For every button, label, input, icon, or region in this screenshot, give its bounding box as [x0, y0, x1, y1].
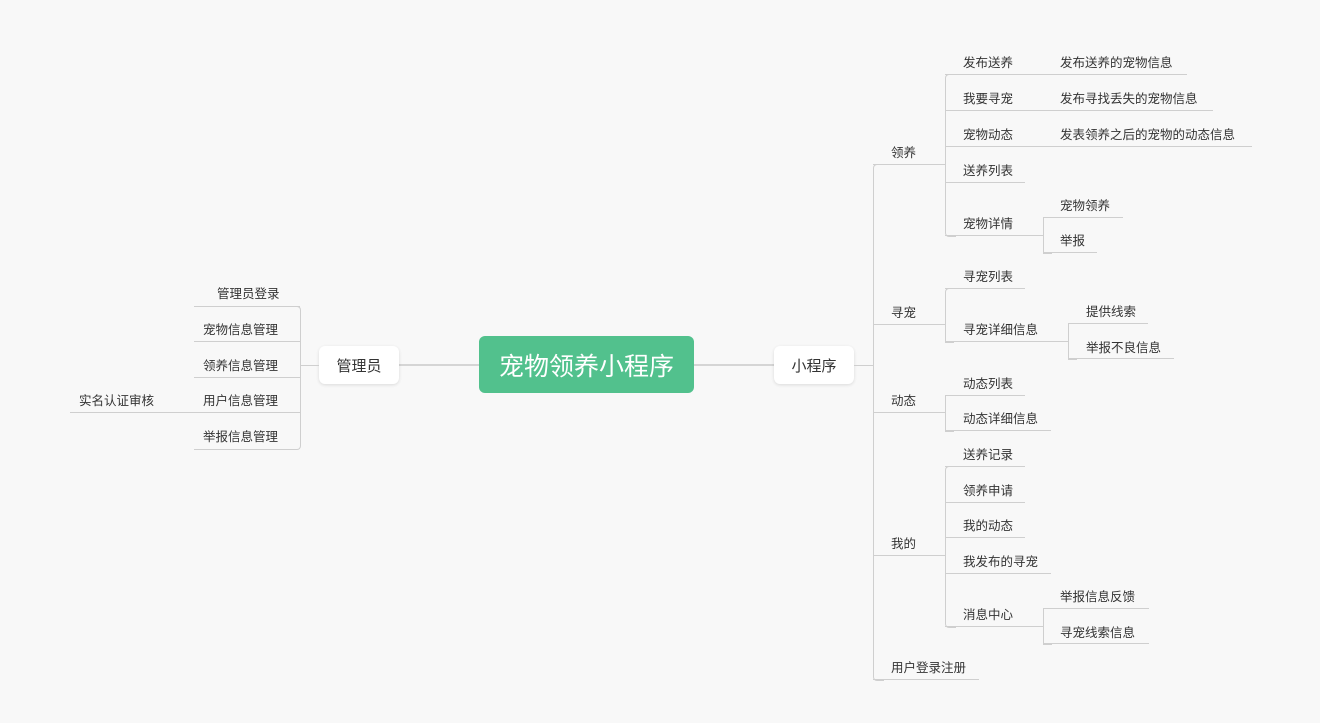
bracket-seek-detail: [1068, 323, 1077, 360]
underline-rehome-record: [945, 466, 1025, 467]
underline-user-login: [873, 679, 979, 680]
underline-seek-clue-info: [1043, 643, 1149, 644]
underline-provide-clue: [1068, 323, 1148, 324]
underline-seek-list: [945, 288, 1025, 289]
node-miniprogram[interactable]: 小程序: [774, 346, 854, 384]
underline-report: [1043, 252, 1097, 253]
underline-seek: [873, 324, 945, 325]
bracket-adopt: [945, 74, 956, 237]
node-provide-clue[interactable]: 提供线索: [1086, 304, 1137, 319]
bracket-pet-detail: [1043, 217, 1052, 254]
node-moments[interactable]: 动态: [891, 393, 917, 408]
node-find-pet[interactable]: 我要寻宠: [963, 91, 1014, 106]
underline-adopt-apply: [945, 502, 1025, 503]
node-seek-list[interactable]: 寻宠列表: [963, 269, 1014, 284]
underline-find-pet: [945, 110, 1213, 111]
underline-adopt-info-mgmt: [194, 377, 300, 378]
bracket-mine: [945, 466, 956, 628]
node-rehome-list[interactable]: 送养列表: [963, 163, 1014, 178]
node-rehome-record[interactable]: 送养记录: [963, 447, 1014, 462]
underline-my-moments: [945, 537, 1025, 538]
node-admin[interactable]: 管理员: [319, 346, 399, 384]
bracket-moments: [945, 395, 954, 432]
node-report-feedback[interactable]: 举报信息反馈: [1060, 589, 1136, 604]
underline-user-info-mgmt: [70, 412, 300, 413]
node-pet-adopt[interactable]: 宠物领养: [1060, 198, 1111, 213]
node-adopt-apply[interactable]: 领养申请: [963, 483, 1014, 498]
underline-moments: [873, 412, 945, 413]
underline-admin-login: [208, 306, 300, 307]
node-publish-rehome[interactable]: 发布送养: [963, 55, 1014, 70]
underline-pet-moments: [945, 146, 1252, 147]
node-pet-moments-desc[interactable]: 发表领养之后的宠物的动态信息: [1060, 127, 1236, 142]
node-pet-moments[interactable]: 宠物动态: [963, 127, 1014, 142]
node-admin-label: 管理员: [336, 356, 382, 375]
node-publish-rehome-desc[interactable]: 发布送养的宠物信息: [1060, 55, 1173, 70]
connector-miniprogram: [854, 365, 873, 366]
underline-moments-list: [945, 395, 1025, 396]
node-report-info-mgmt[interactable]: 举报信息管理: [203, 429, 279, 444]
node-user-login[interactable]: 用户登录注册: [891, 660, 967, 675]
underline-message-center: [945, 626, 1043, 627]
node-moments-list[interactable]: 动态列表: [963, 376, 1014, 391]
node-admin-login[interactable]: 管理员登录: [217, 286, 280, 301]
node-mine[interactable]: 我的: [891, 536, 917, 551]
root-label: 宠物领养小程序: [498, 351, 674, 381]
node-report-bad[interactable]: 举报不良信息: [1086, 340, 1162, 355]
node-pet-info-mgmt[interactable]: 宠物信息管理: [203, 322, 279, 337]
underline-pet-info-mgmt: [194, 341, 300, 342]
connector-root-left: [399, 364, 479, 366]
node-seek[interactable]: 寻宠: [891, 305, 917, 320]
node-realname-review[interactable]: 实名认证审核: [79, 393, 155, 408]
underline-publish-rehome: [945, 74, 1187, 75]
underline-pet-adopt: [1043, 217, 1123, 218]
node-pet-detail[interactable]: 宠物详情: [963, 216, 1014, 231]
underline-rehome-list: [945, 182, 1025, 183]
underline-mine: [873, 555, 945, 556]
root-node[interactable]: 宠物领养小程序: [479, 336, 694, 393]
underline-report-bad: [1068, 358, 1174, 359]
node-seek-detail[interactable]: 寻宠详细信息: [963, 322, 1039, 337]
underline-moments-detail: [945, 430, 1051, 431]
node-report[interactable]: 举报: [1060, 233, 1086, 248]
node-user-info-mgmt[interactable]: 用户信息管理: [203, 393, 279, 408]
node-moments-detail[interactable]: 动态详细信息: [963, 411, 1039, 426]
node-find-pet-desc[interactable]: 发布寻找丢失的宠物信息: [1060, 91, 1198, 106]
node-adopt[interactable]: 领养: [891, 145, 917, 160]
bracket-miniprogram: [873, 164, 884, 681]
underline-seek-detail: [945, 341, 1068, 342]
underline-report-feedback: [1043, 608, 1149, 609]
underline-adopt: [873, 164, 945, 165]
bracket-seek: [945, 288, 954, 343]
node-miniprogram-label: 小程序: [791, 356, 837, 375]
node-seek-clue-info[interactable]: 寻宠线索信息: [1060, 625, 1136, 640]
underline-my-seek: [945, 573, 1051, 574]
bracket-message-center: [1043, 608, 1052, 645]
connector-admin: [301, 365, 319, 366]
node-adopt-info-mgmt[interactable]: 领养信息管理: [203, 358, 279, 373]
node-message-center[interactable]: 消息中心: [963, 607, 1014, 622]
node-my-seek[interactable]: 我发布的寻宠: [963, 554, 1039, 569]
node-my-moments[interactable]: 我的动态: [963, 518, 1014, 533]
connector-root-right: [694, 364, 774, 366]
underline-pet-detail: [945, 235, 1043, 236]
